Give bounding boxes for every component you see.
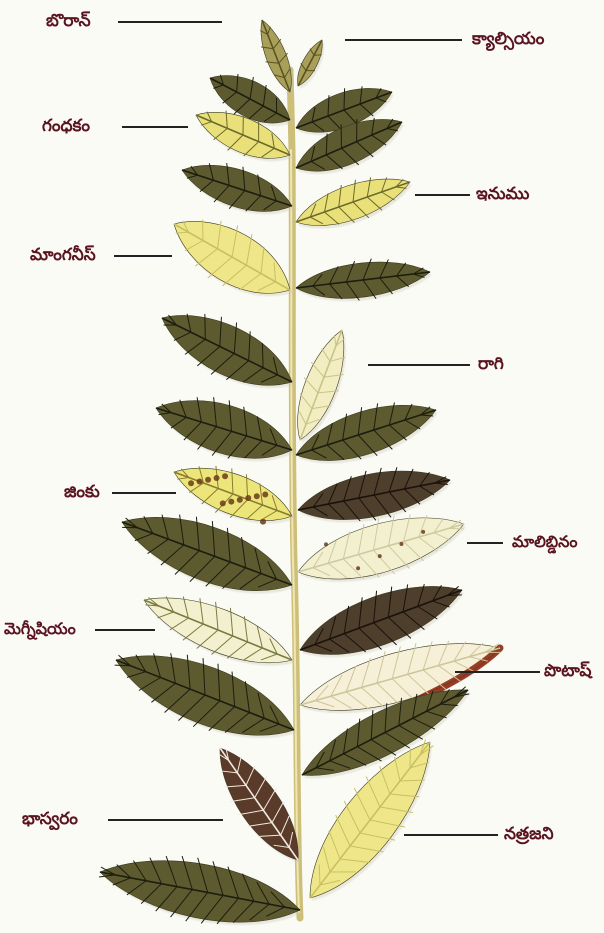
label-calcium: క్యాల్సియం [472,29,544,49]
leaf-boron-bud [260,20,293,95]
label-iron: ఇనుము [476,184,529,204]
leaf-zinc [174,466,294,525]
label-sulphur: గంధకం [42,116,90,136]
leaf-right-4 [296,259,432,302]
label-molybdenum: మాలిబ్డినం [512,532,577,552]
leaf-right-7 [298,467,452,522]
leaf-left-8 [122,515,294,594]
leaf-left-3 [182,163,294,214]
label-magnesium: మెగ్నీషియం [4,619,76,639]
leaf-magnesium [144,596,294,665]
label-boron: బొరాన్ [46,11,91,31]
leaf-iron [296,177,412,228]
label-phosphorus: భాస్వరం [22,809,78,829]
label-manganese: మాంగనీస్ [30,245,96,265]
label-zinc: జింకు [64,482,100,502]
label-potash: పొటాష్ [544,661,591,681]
leaf-manganese [174,220,292,297]
leaf-molybdenum [298,514,466,582]
leaf-left-6 [156,397,294,461]
label-copper: రాగి [478,354,504,374]
leaf-bottom-left [99,856,302,925]
label-nitrogen: నత్రజని [504,824,554,844]
leaf-calcium-bud [298,40,325,89]
leaf-left-5 [162,314,294,389]
leaf-phosphorus [219,748,301,863]
leaf-left-10 [115,653,296,738]
